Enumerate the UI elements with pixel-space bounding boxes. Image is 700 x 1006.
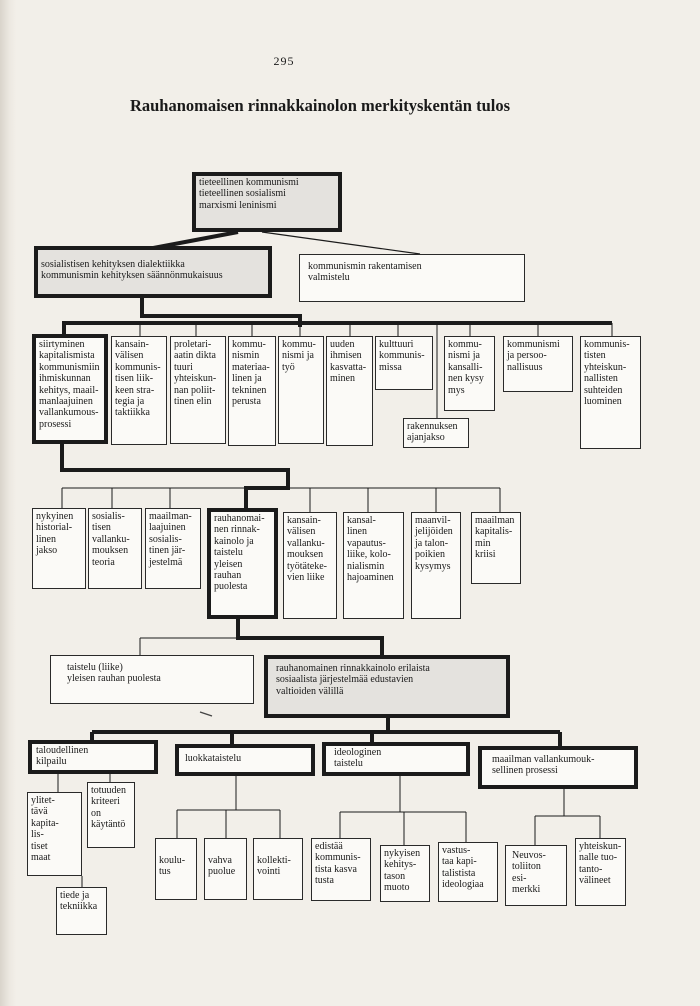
node-coexistence: rauhanomainen rinnakkainolo erilaista so… [264, 655, 510, 718]
node-means-of-production: yhteiskun- nalle tuo- tanto- välineet [575, 838, 626, 906]
node-revolution-theory: sosialis- tisen vallanku- mouksen teoria [88, 508, 142, 589]
node-truth-criterion: totuuden kriteeri on käytäntö [87, 782, 135, 848]
node-building: kommunismin rakentamisen valmistelu [299, 254, 525, 302]
node-material: kommu- nismin materiaa- linen ja teknine… [228, 336, 276, 446]
node-ideological-struggle: ideologinen taistelu [322, 742, 470, 776]
node-overtake-capitalist: ylitet- tävä kapita- lis- tiset maat [27, 792, 82, 876]
node-soviet-example: Neuvos- toliiton esi- merkki [505, 845, 567, 906]
node-intl-movement: kansain- välisen kommunis- tisen liik- k… [111, 336, 167, 445]
node-reconstruction: rakennuksen ajanjakso [403, 418, 469, 448]
node-peasant-question: maanvil- jelijöiden ja talon- poikien ky… [411, 512, 461, 619]
node-national: kommu- nismi ja kansalli- nen kysy mys [444, 336, 495, 411]
node-development-level: nykyisen kehitys- tason muoto [380, 845, 430, 902]
node-culture: kulttuuri kommunis- missa [375, 336, 433, 390]
node-peace-struggle: taistelu (liike) yleisen rauhan puolesta [50, 655, 254, 704]
node-new-man: uuden ihmisen kasvatta- minen [326, 336, 373, 446]
node-schooling: koulu- tus [155, 838, 197, 900]
node-social-relations: kommunis- tisten yhteiskun- nallisten su… [580, 336, 641, 449]
page-number: 295 [273, 54, 295, 68]
book-gutter-shadow [0, 0, 16, 1006]
node-personality: kommunismi ja persoo- nallisuus [503, 336, 573, 392]
node-economic-competition: taloudellinen kilpailu [28, 740, 158, 774]
node-dialectics: sosialistisen kehityksen dialektiikka ko… [34, 246, 272, 298]
node-transition: siirtyminen kapitalismista kommunismiin … [32, 334, 108, 444]
node-oppose-ideology: vastus- taa kapi- talistista ideologiaa [438, 842, 498, 902]
node-current-period: nykyinen historial- linen jakso [32, 508, 86, 589]
node-collectivism: kollekti- vointi [253, 838, 303, 900]
node-promote-education: edistää kommunis- tista kasva tusta [311, 838, 371, 901]
node-root: tieteellinen kommunismi tieteellinen sos… [192, 172, 342, 232]
node-science-technology: tiede ja tekniikka [56, 887, 107, 935]
node-revolutionary-process: maailman vallankumouk- sellinen prosessi [478, 746, 638, 789]
node-class-struggle: luokkataistelu [175, 744, 315, 776]
node-peaceful-coexistence-struggle: rauhanomai- nen rinnak- kainolo ja taist… [207, 508, 278, 619]
node-labour: kommu- nismi ja työ [278, 336, 324, 444]
node-liberation: kansal- linen vapautus- liike, kolo- nia… [343, 512, 404, 619]
node-workers-movement: kansain- välisen vallanku- mouksen työtä… [283, 512, 337, 619]
node-dictatorship: proletari- aatin dikta tuuri yhteiskun- … [170, 336, 226, 444]
node-world-system: maailman- laajuinen sosialis- tinen jär-… [145, 508, 201, 589]
diagram-title: Rauhanomaisen rinnakkainolon merkitysken… [129, 96, 511, 115]
node-capitalism-crisis: maailman kapitalis- min kriisi [471, 512, 521, 584]
node-strong-party: vahva puolue [204, 838, 247, 900]
